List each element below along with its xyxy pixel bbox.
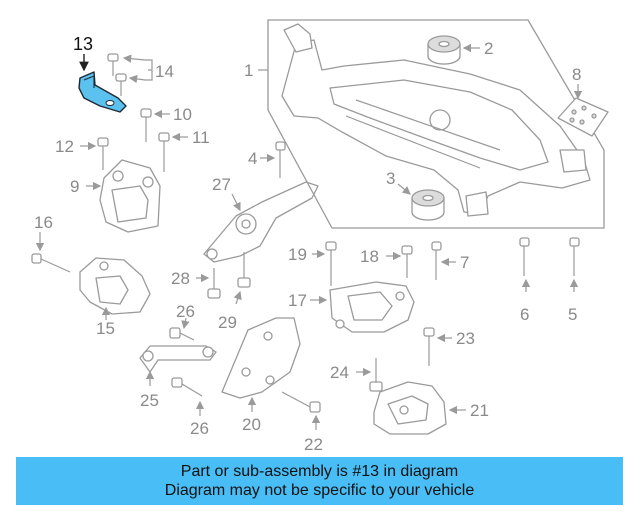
- callout-24[interactable]: 24: [330, 363, 349, 382]
- callout-15[interactable]: 15: [96, 319, 115, 338]
- callout-8[interactable]: 8: [572, 65, 581, 84]
- callout-27[interactable]: 27: [212, 175, 231, 194]
- callout-14[interactable]: 14: [155, 62, 174, 81]
- callout-21[interactable]: 21: [470, 401, 489, 420]
- part-11-bolt: [158, 132, 170, 172]
- callout-11[interactable]: 11: [192, 128, 210, 147]
- part-19-bolt: [325, 241, 337, 286]
- bracket-14: [145, 59, 153, 81]
- callout-17[interactable]: 17: [288, 291, 307, 310]
- part-7-bolt: [431, 241, 442, 280]
- callout-13[interactable]: 13: [73, 34, 93, 54]
- part-21-mount: [373, 381, 447, 435]
- part-10-bolt: [140, 108, 152, 142]
- part-3-bushing: [411, 189, 445, 221]
- part-4-bolt: [275, 141, 286, 178]
- callout-5[interactable]: 5: [568, 305, 577, 324]
- banner-line-1: Part or sub-assembly is #13 in diagram: [180, 463, 459, 480]
- callout-10[interactable]: 10: [173, 105, 192, 124]
- part-5-bolt: [569, 237, 580, 276]
- callout-19[interactable]: 19: [288, 245, 307, 264]
- part-16-bolt: [31, 253, 71, 273]
- part-12-bolt: [97, 137, 109, 170]
- callout-16[interactable]: 16: [34, 213, 53, 232]
- callout-3[interactable]: 3: [386, 169, 395, 188]
- part-24-bolt: [369, 358, 383, 392]
- callout-2[interactable]: 2: [484, 39, 493, 58]
- banner-line-2: Diagram may not be specific to your vehi…: [164, 482, 475, 499]
- callout-26-lower[interactable]: 26: [190, 419, 209, 438]
- part-26-bolt-lower: [171, 377, 203, 397]
- callout-23[interactable]: 23: [456, 329, 475, 348]
- callout-25[interactable]: 25: [140, 391, 159, 410]
- part-6-bolt: [519, 237, 530, 276]
- part-28-bolt: [207, 268, 221, 299]
- parts-diagram: 13 14 10 11 12 9 16: [31, 19, 609, 454]
- callout-4[interactable]: 4: [248, 149, 257, 168]
- callout-29[interactable]: 29: [218, 313, 237, 332]
- callout-1[interactable]: 1: [244, 61, 253, 80]
- callout-7[interactable]: 7: [460, 253, 469, 272]
- part-29-bolt: [237, 252, 251, 288]
- part-14-bolts: [107, 53, 127, 96]
- part-26-bolt-upper: [169, 327, 195, 341]
- callout-22[interactable]: 22: [304, 435, 323, 454]
- part-13-bracket[interactable]: [78, 71, 127, 113]
- part-1-subframe: [267, 19, 605, 229]
- callout-12[interactable]: 12: [55, 137, 74, 156]
- callout-20[interactable]: 20: [242, 415, 261, 434]
- callout-28[interactable]: 28: [171, 269, 190, 288]
- info-banner: Part or sub-assembly is #13 in diagram D…: [16, 457, 623, 505]
- part-25-link: [139, 345, 217, 373]
- callout-18[interactable]: 18: [360, 247, 379, 266]
- part-2-bushing: [427, 35, 461, 65]
- part-15-mount: [79, 257, 151, 315]
- callout-9[interactable]: 9: [70, 177, 79, 196]
- part-23-bolt: [423, 327, 435, 366]
- part-9-mount: [99, 159, 161, 233]
- part-22-bolt: [281, 391, 321, 413]
- part-20-bracket: [221, 317, 301, 399]
- part-17-mount: [329, 281, 415, 333]
- part-8-plate: [557, 97, 609, 137]
- callout-6[interactable]: 6: [520, 305, 529, 324]
- part-27-torque-strut: [203, 181, 319, 263]
- callout-26-upper[interactable]: 26: [176, 302, 195, 321]
- part-18-bolt: [401, 245, 413, 278]
